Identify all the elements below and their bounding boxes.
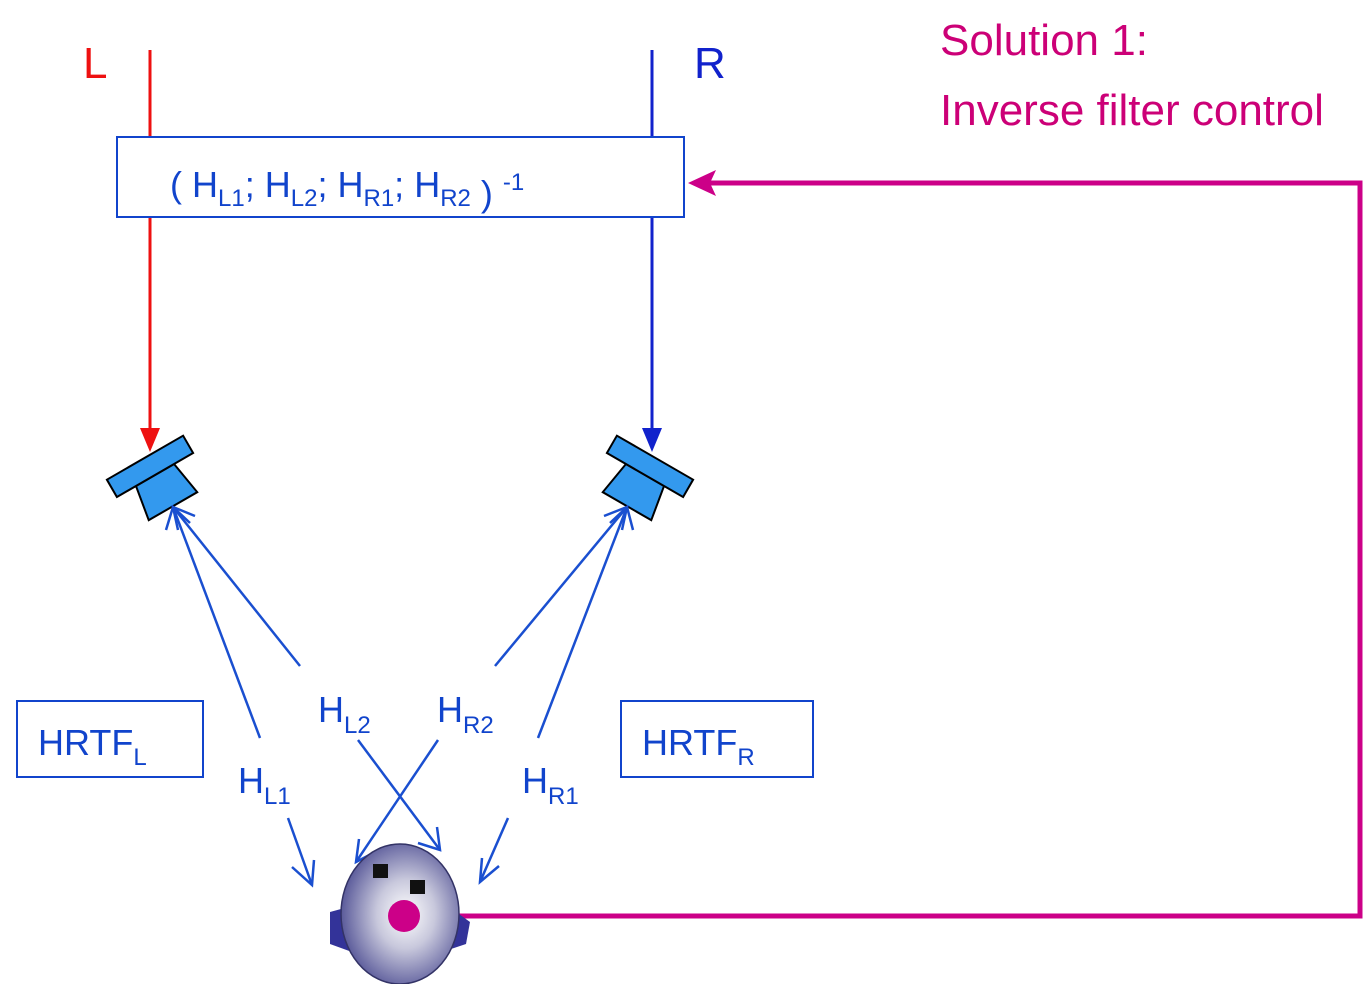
listener-head-icon bbox=[330, 844, 470, 984]
hrtf-right-box: HRTFR bbox=[621, 701, 813, 777]
left-signal-line bbox=[140, 50, 160, 452]
left-speaker-icon bbox=[107, 436, 211, 528]
right-channel-label: R bbox=[694, 39, 726, 88]
title-line-2: Inverse filter control bbox=[940, 86, 1324, 135]
left-signal-arrowhead bbox=[140, 428, 160, 452]
error-microphone-dot bbox=[388, 900, 420, 932]
right-eye bbox=[410, 880, 425, 894]
right-signal-line bbox=[642, 50, 662, 452]
path-hr2-arrow bbox=[356, 507, 627, 862]
hrtf-left-box: HRTFL bbox=[17, 701, 203, 777]
title-line-1: Solution 1: bbox=[940, 16, 1148, 65]
path-hr1-arrow bbox=[480, 507, 633, 882]
left-eye bbox=[373, 864, 388, 878]
label-hr2: HR2 bbox=[437, 689, 494, 739]
right-signal-arrowhead bbox=[642, 428, 662, 452]
right-speaker-icon bbox=[589, 436, 693, 528]
left-channel-label: L bbox=[83, 39, 107, 88]
label-hl2: HL2 bbox=[318, 689, 371, 739]
inverse-filter-box: ( HL1; HL2; HR1; HR2 ) -1 bbox=[117, 137, 684, 217]
path-hl1-arrow bbox=[166, 507, 314, 885]
label-hr1: HR1 bbox=[522, 760, 579, 810]
label-hl1: HL1 bbox=[238, 760, 291, 810]
